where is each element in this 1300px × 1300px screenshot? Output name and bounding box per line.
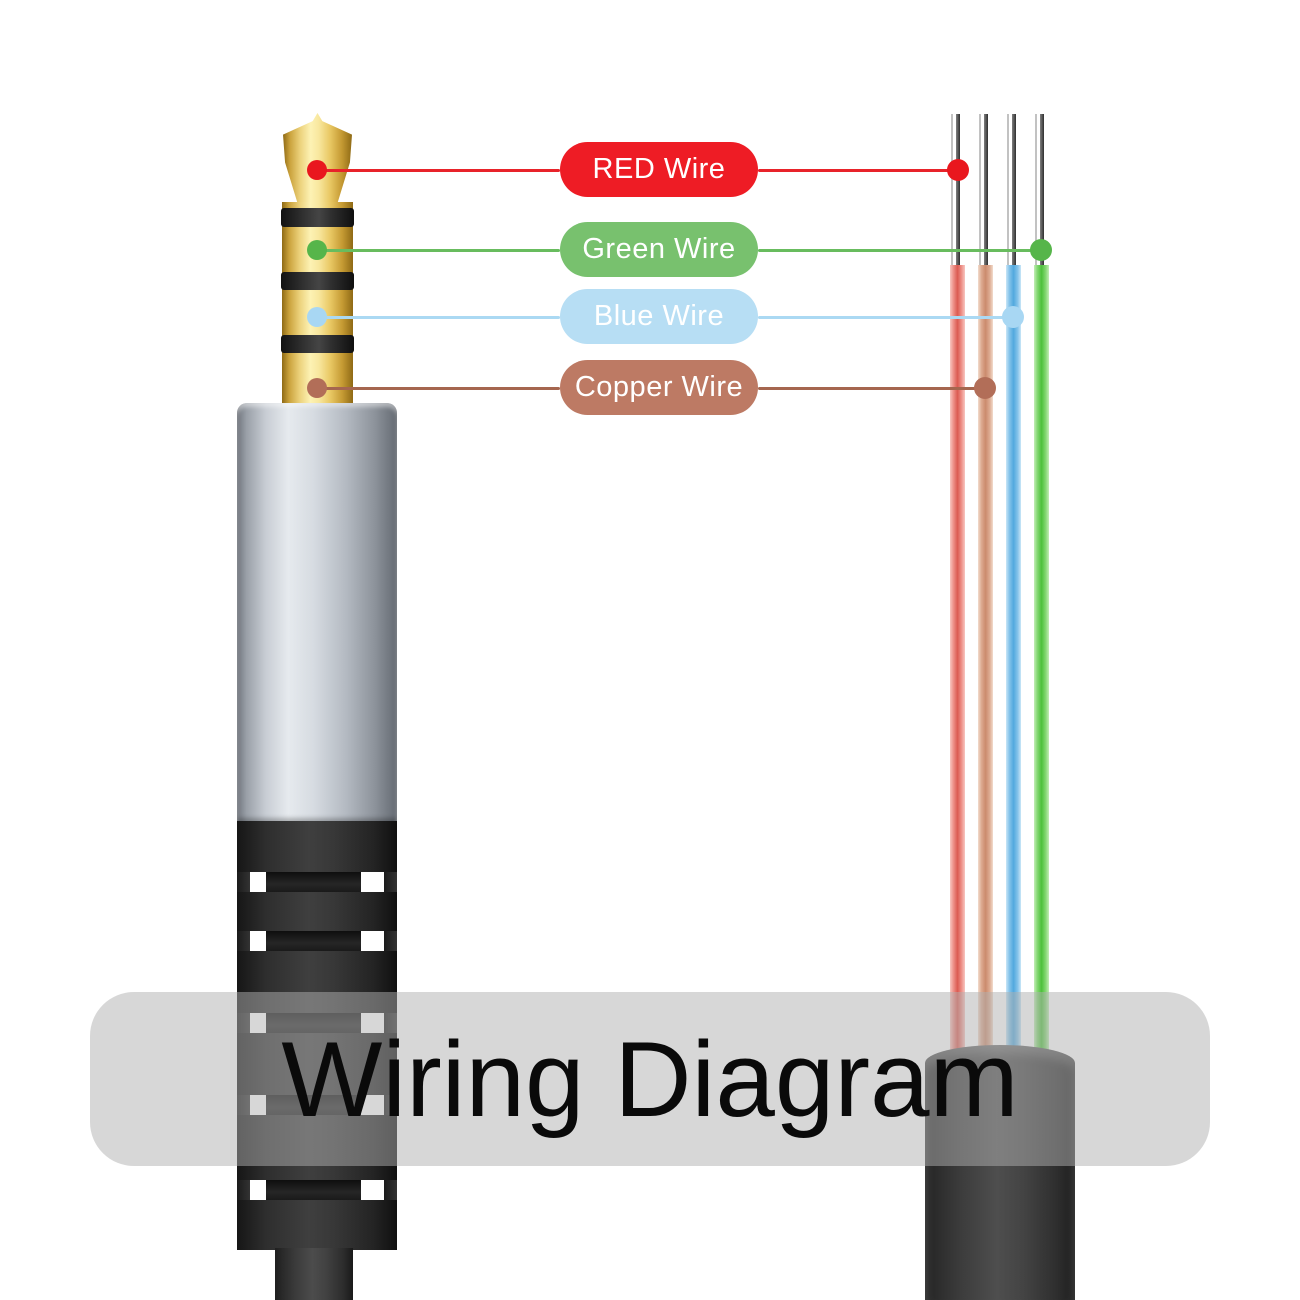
page-title: Wiring Diagram (281, 1019, 1019, 1139)
plug-insulator-ring (281, 272, 354, 290)
strain-relief-tab (237, 872, 250, 892)
wire-label-pill: Blue Wire (560, 289, 758, 344)
bare-wire-strand (984, 114, 988, 267)
bare-wire-strand (951, 114, 953, 267)
cable-left (275, 1248, 353, 1300)
strain-relief-tab (384, 931, 397, 951)
bare-wire-strand (979, 114, 981, 267)
bare-wire-strand (1040, 114, 1044, 267)
plug-contact-dot (307, 378, 327, 398)
strain-relief-groove (266, 872, 361, 892)
strain-relief-band (237, 892, 397, 931)
strain-relief-band (237, 1200, 397, 1250)
wire-contact-dot (947, 159, 969, 181)
strain-relief-groove (266, 1180, 361, 1200)
callout-line-right (758, 316, 1013, 319)
callout-line-right (758, 169, 958, 172)
plug-insulator-ring (281, 335, 354, 353)
strain-relief-tab (237, 931, 250, 951)
bare-wire-strand (1012, 114, 1016, 267)
bare-wire-strand (1007, 114, 1009, 267)
plug-tip (283, 113, 352, 203)
blue-wire-sleeve (1006, 265, 1021, 1052)
callout-line-right (758, 387, 985, 390)
plug-contact-dot (307, 240, 327, 260)
green-wire-sleeve (1034, 265, 1049, 1052)
callout-line-left (317, 387, 560, 390)
wire-label-text: Blue Wire (593, 300, 725, 332)
callout-line-left (317, 249, 560, 252)
title-banner (90, 992, 1210, 1166)
wire-label-pill: Green Wire (560, 222, 758, 277)
callout-line-right (758, 249, 1041, 252)
callout-line-left (317, 169, 560, 172)
strain-relief-groove (266, 931, 361, 951)
wire-contact-dot (1002, 306, 1024, 328)
copper-wire-sleeve (978, 265, 993, 1052)
plug-gold-barrel (282, 202, 353, 405)
wire-label-text: RED Wire (592, 153, 726, 185)
strain-relief-tab (384, 1180, 397, 1200)
callout-line-left (317, 316, 560, 319)
plug-insulator-ring (281, 208, 354, 227)
wire-label-text: Green Wire (582, 233, 736, 265)
wire-label-pill: RED Wire (560, 142, 758, 197)
wire-contact-dot (1030, 239, 1052, 261)
red-wire-sleeve (950, 265, 965, 1052)
wire-contact-dot (974, 377, 996, 399)
strain-relief-tab (237, 1180, 250, 1200)
bare-wire-strand (956, 114, 960, 267)
strain-relief-band (237, 821, 397, 872)
wire-label-pill: Copper Wire (560, 360, 758, 415)
plug-contact-dot (307, 160, 327, 180)
plug-contact-dot (307, 307, 327, 327)
bare-wire-strand (1035, 114, 1037, 267)
plug-metal-body (237, 403, 397, 821)
strain-relief-tab (384, 872, 397, 892)
wire-label-text: Copper Wire (574, 371, 744, 403)
